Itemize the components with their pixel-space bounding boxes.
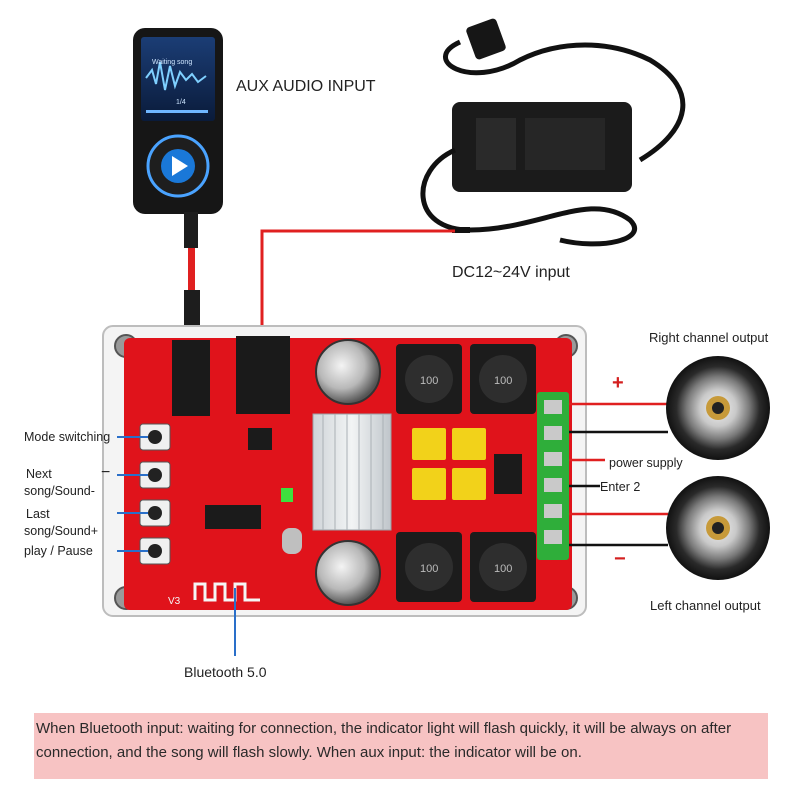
enter2-label: Enter 2	[600, 480, 641, 494]
board-version: V3	[168, 596, 181, 607]
mode-switching-label: Mode switching	[24, 430, 111, 444]
volume-minus-sign: −	[101, 464, 111, 481]
heatsink	[312, 413, 392, 531]
indicator-note: When Bluetooth input: waiting for connec…	[34, 713, 768, 779]
inductors	[396, 344, 536, 602]
last-label-2: song/Sound+	[24, 524, 99, 538]
speaker-wires	[569, 402, 668, 547]
aux-cable	[184, 212, 200, 334]
dc-jack	[236, 336, 290, 414]
aux-jack	[172, 340, 210, 416]
ic-chips	[205, 428, 302, 554]
speaker-terminal	[537, 392, 569, 560]
next-label-1: Next	[26, 467, 52, 481]
status-led	[281, 488, 293, 502]
power-adapter	[420, 18, 686, 247]
dc-wire	[260, 229, 455, 338]
phone-screen-title: Waiting song	[152, 59, 192, 66]
bluetooth-label: Bluetooth 5.0	[184, 664, 267, 680]
mp3-player	[133, 28, 223, 214]
next-label-2: song/Sound-	[24, 484, 95, 498]
left-output-label: Left channel output	[650, 598, 761, 613]
phone-screen-track: 1/4	[176, 99, 186, 106]
play-pause-label: play / Pause	[24, 544, 93, 558]
inductor-marking: 100	[494, 563, 512, 575]
inductor-marking: 100	[420, 375, 438, 387]
inductor-marking: 100	[420, 563, 438, 575]
inductor-marking: 100	[494, 375, 512, 387]
last-label-1: Last	[26, 507, 50, 521]
button-callouts	[117, 436, 236, 656]
plus-sign: +	[612, 372, 624, 394]
left-speaker	[666, 476, 770, 580]
power-supply-label: power supply	[609, 456, 683, 470]
right-output-label: Right channel output	[649, 330, 769, 345]
dc-input-label: DC12~24V input	[452, 264, 570, 281]
bluetooth-antenna	[193, 582, 260, 602]
right-speaker	[666, 356, 770, 460]
capacitors	[315, 339, 381, 606]
film-capacitors	[412, 428, 522, 500]
minus-sign: −	[614, 548, 626, 570]
aux-input-label: AUX AUDIO INPUT	[236, 78, 376, 95]
push-buttons	[139, 423, 171, 565]
